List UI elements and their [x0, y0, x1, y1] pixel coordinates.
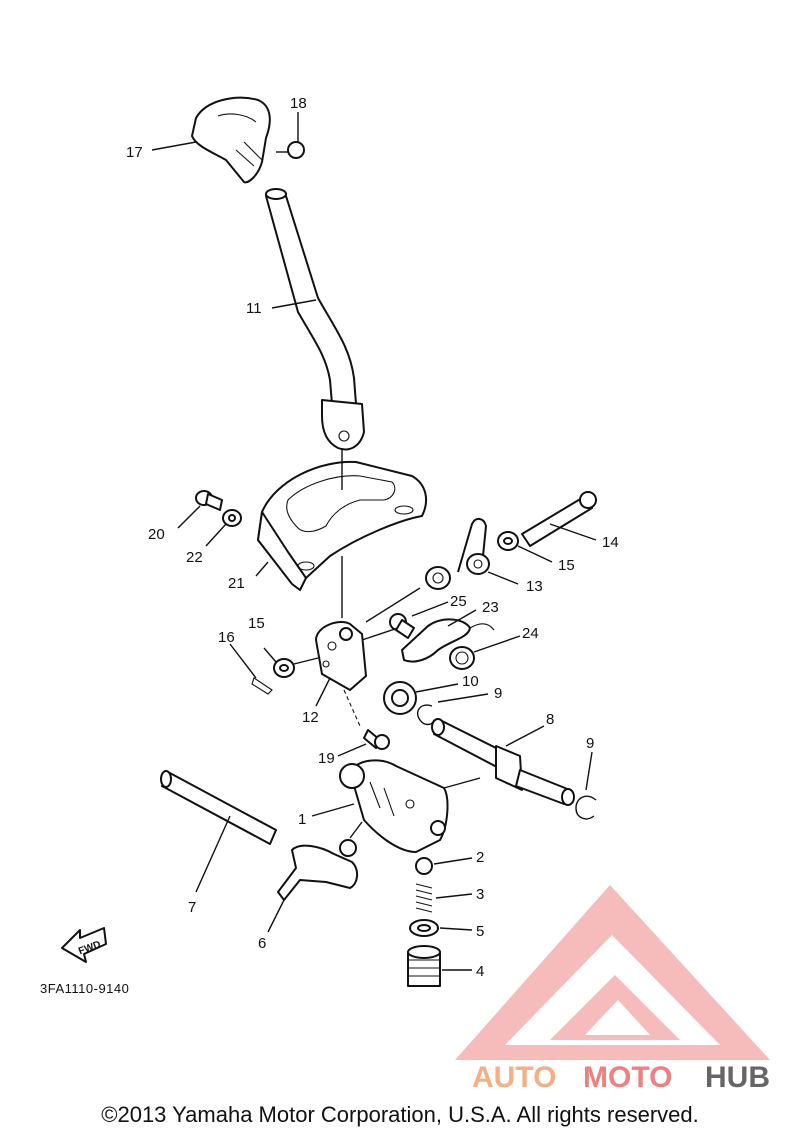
part-9-circlip-upper: [416, 704, 435, 726]
label-24: 24: [522, 625, 539, 642]
label-15-lower: 15: [248, 615, 265, 632]
label-9-upper: 9: [494, 685, 502, 702]
diagram-code: 3FA1110-9140: [40, 981, 129, 996]
watermark-logo: [455, 885, 770, 1060]
part-6-shift-fork: [277, 839, 358, 901]
part-14-pin: [521, 491, 597, 547]
part-18-screw: [276, 141, 305, 159]
label-11: 11: [246, 300, 262, 317]
part-15-washer-upper: [497, 531, 519, 551]
part-23-stopper-lever: [401, 618, 495, 663]
part-8-shift-shaft: [431, 718, 575, 806]
label-23: 23: [482, 599, 499, 616]
leader-lines: [151, 112, 597, 971]
label-22: 22: [186, 549, 203, 566]
part-21-shift-guide: [257, 460, 428, 591]
part-13-spring: [425, 518, 490, 590]
label-3: 3: [476, 886, 484, 903]
label-21: 21: [228, 575, 245, 592]
part-25-bolt: [389, 613, 415, 639]
part-16-cotter-pin: [251, 677, 273, 695]
label-9-lower: 9: [586, 735, 594, 752]
fwd-arrow-icon: FWD: [61, 927, 107, 963]
label-2: 2: [476, 849, 484, 866]
label-1: 1: [298, 811, 306, 828]
label-16: 16: [218, 629, 235, 646]
part-12-shift-arm: [315, 621, 367, 691]
part-11-shift-lever: [265, 188, 365, 451]
part-17-knob: [191, 96, 271, 184]
part-24-spring: [449, 646, 475, 670]
part-7-fork-shaft: [160, 770, 277, 845]
watermark-hub: HUB: [705, 1061, 770, 1094]
label-6: 6: [258, 935, 266, 952]
part-1-shift-drum: [339, 759, 449, 853]
label-12: 12: [302, 709, 319, 726]
label-25: 25: [450, 593, 467, 610]
part-5-washer: [409, 919, 439, 937]
label-7: 7: [188, 899, 196, 916]
part-3-spring: [415, 883, 433, 913]
label-20: 20: [148, 526, 165, 543]
watermark-moto: MOTO: [583, 1061, 672, 1094]
label-10: 10: [462, 673, 479, 690]
watermark-auto: AUTO: [472, 1061, 556, 1094]
part-19-bolt: [363, 729, 390, 750]
label-15-upper: 15: [558, 557, 575, 574]
label-19: 19: [318, 750, 335, 767]
part-10-oil-seal: [383, 681, 417, 715]
label-14: 14: [602, 534, 619, 551]
part-9-circlip-lower: [575, 795, 597, 820]
label-17: 17: [126, 144, 143, 161]
label-18: 18: [290, 95, 307, 112]
part-20-bolt: [195, 490, 223, 511]
label-13: 13: [526, 578, 543, 595]
part-15-washer-lower: [273, 658, 295, 678]
part-2-ball: [415, 857, 433, 875]
part-4-plug: [407, 945, 441, 987]
label-4: 4: [476, 963, 484, 980]
part-22-washer: [222, 509, 242, 527]
label-5: 5: [476, 923, 484, 940]
copyright-notice: ©2013 Yamaha Motor Corporation, U.S.A. A…: [101, 1102, 699, 1127]
label-8: 8: [546, 711, 554, 728]
